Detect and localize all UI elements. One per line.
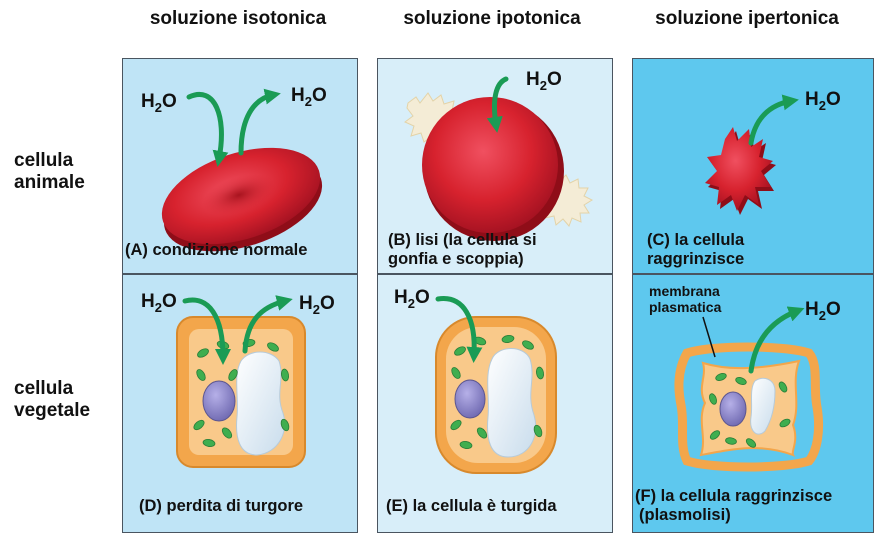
header-hypertonic: soluzione ipertonica xyxy=(655,8,839,29)
membrane-pointer-line xyxy=(702,316,716,358)
panel-c-animal-hypertonic: H2O (C) la cellula raggrinzisce xyxy=(632,58,874,274)
row-label-animal: cellula animale xyxy=(14,150,85,193)
h2o-label: H2O xyxy=(141,91,177,115)
flaccid-plant-cell: H2O H2O xyxy=(141,291,335,468)
h2o-label: H2O xyxy=(291,85,327,109)
row-label-plant: cellula vegetale xyxy=(14,378,91,421)
membrane-label: membrana plasmatica xyxy=(649,283,722,315)
caption-e: (E) la cellula è turgida xyxy=(386,497,557,515)
h2o-label: H2O xyxy=(805,299,841,323)
panel-b-animal-hypotonic: H2O (B) lisi (la cellula si gonfia e sco… xyxy=(377,58,613,274)
panel-e-plant-hypotonic: H2O (E) la cellula è turgida xyxy=(377,274,613,533)
crenated-red-blood-cell: H2O xyxy=(705,89,841,215)
header-hypotonic: soluzione ipotonica xyxy=(403,8,581,29)
caption-a: (A) condizione normale xyxy=(125,241,308,259)
normal-red-blood-cell: H2O H2O xyxy=(141,85,327,252)
panel-a-animal-isotonic: H2O H2O (A) condizione normale xyxy=(122,58,358,274)
caption-d: (D) perdita di turgore xyxy=(139,497,304,515)
h2o-label: H2O xyxy=(394,287,430,311)
caption-c: (C) la cellula raggrinzisce xyxy=(647,231,745,268)
lysed-red-blood-cell: H2O xyxy=(404,69,594,241)
plasmolysed-plant-cell: H2O xyxy=(674,299,841,472)
panel-f-plant-hypertonic: H2O membrana plasmatica (F) la cellula r… xyxy=(632,274,874,533)
caption-f: (F) la cellula raggrinzisce (plasmolisi) xyxy=(635,487,833,524)
caption-b: (B) lisi (la cellula si gonfia e scoppia… xyxy=(388,231,537,268)
h2o-label: H2O xyxy=(141,291,177,315)
panel-d-plant-isotonic: H2O H2O (D) perdita di turgore xyxy=(122,274,358,533)
h2o-label: H2O xyxy=(526,69,562,93)
h2o-label: H2O xyxy=(299,293,335,317)
turgid-plant-cell: H2O xyxy=(394,287,557,474)
header-isotonic: soluzione isotonica xyxy=(149,8,327,29)
h2o-label: H2O xyxy=(805,89,841,113)
